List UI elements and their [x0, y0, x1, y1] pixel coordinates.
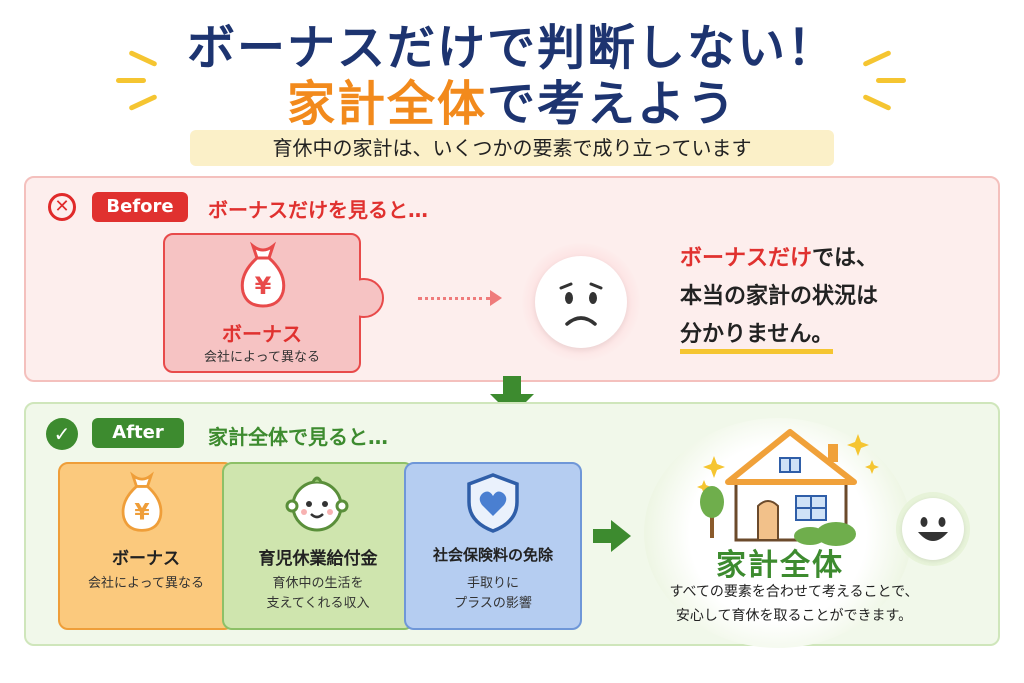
after-badge: After	[92, 418, 184, 448]
piece-sub-bonus: 会社によって異なる	[88, 576, 204, 591]
page-title-line2: 家計全体で考えよう	[0, 64, 1024, 134]
shield-heart-icon	[467, 473, 519, 533]
result-description: すべての要素を合わせて考えることで、 安心して育休を取ることができます。	[644, 580, 944, 628]
before-badge: Before	[92, 192, 188, 222]
sad-face-icon	[535, 256, 627, 348]
result-desc-line1: すべての要素を合わせて考えることで、	[669, 584, 919, 600]
bonus-title-before: ボーナス	[222, 322, 302, 346]
arrow-right-icon	[593, 520, 631, 552]
title-accent: 家計全体	[286, 76, 487, 132]
arrow-right-icon	[490, 290, 502, 306]
money-bag-icon: ¥	[121, 471, 163, 532]
result-desc-line2: 安心して育休を取ることができます。	[675, 608, 913, 624]
svg-text:¥: ¥	[134, 500, 149, 525]
before-message-red: ボーナスだけ	[680, 246, 813, 271]
before-heading: ボーナスだけを見ると…	[208, 198, 428, 222]
piece-sub1-childcare-benefit: 育休中の生活を	[272, 576, 364, 591]
piece-title-childcare-benefit: 育児休業給付金	[258, 549, 378, 569]
piece-title-bonus: ボーナス	[112, 549, 180, 569]
sparkle-right-2	[876, 78, 906, 83]
piece-title-insurance-exemption: 社会保険料の免除	[432, 546, 553, 564]
close-circle-icon: ✕	[48, 193, 76, 221]
svg-text:¥: ¥	[255, 272, 272, 300]
before-message-line3: 分かりません。	[680, 322, 834, 354]
sparkle-left-2	[116, 78, 146, 83]
piece-sub2-insurance-exemption: プラスの影響	[454, 596, 532, 611]
before-message-line2: 本当の家計の状況は	[680, 284, 879, 309]
subtitle-banner: 育休中の家計は、いくつかの要素で成り立っています	[190, 130, 834, 166]
house-icon	[697, 429, 879, 546]
piece-sub1-insurance-exemption: 手取りに	[466, 576, 519, 591]
before-message-line1: では、	[812, 246, 879, 271]
money-bag-icon: ¥	[240, 241, 286, 308]
result-title: 家計全体	[716, 548, 844, 583]
dotted-arrow-line	[418, 297, 490, 300]
before-message: ボーナスだけでは、 本当の家計の状況は 分かりません。	[680, 240, 980, 354]
smile-face-icon	[902, 498, 964, 560]
after-heading: 家計全体で見ると…	[208, 425, 388, 449]
check-circle-icon: ✓	[46, 418, 78, 450]
piece-sub2-childcare-benefit: 支えてくれる収入	[266, 596, 370, 611]
title-rest: で考えよう	[487, 76, 738, 132]
page-title-line1: ボーナスだけで判断しない！	[186, 20, 837, 76]
baby-face-icon	[285, 476, 349, 532]
bonus-sub-before: 会社によって異なる	[204, 350, 320, 365]
